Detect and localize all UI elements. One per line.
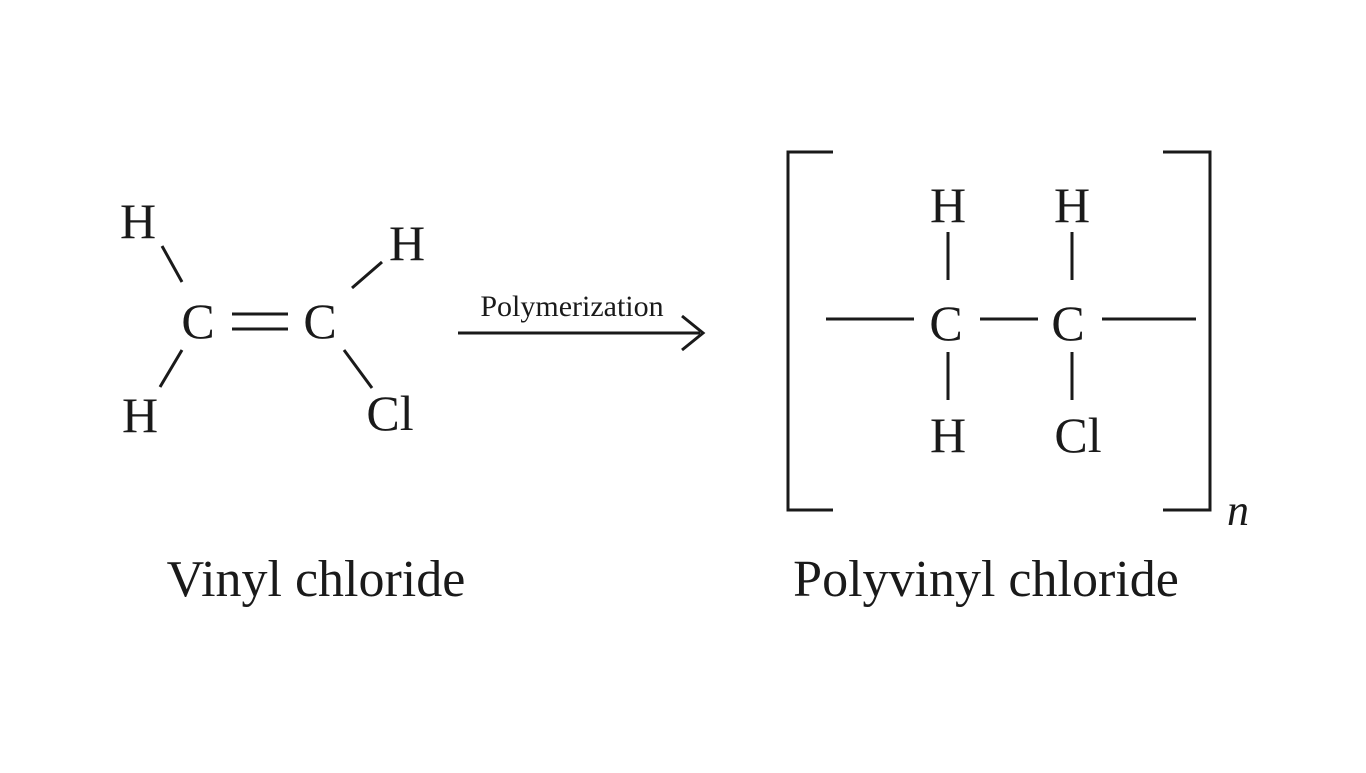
monomer-name: Vinyl chloride <box>167 551 466 608</box>
left-bracket <box>786 150 833 512</box>
bond-c-cl-right <box>342 349 374 389</box>
reaction-arrow: Polymerization <box>458 290 706 352</box>
arrow-label: Polymerization <box>480 290 663 323</box>
right-bracket <box>1163 150 1212 512</box>
repeat-subscript-n: n <box>1227 486 1249 535</box>
vinyl-chloride-structure: H H C C H Cl Vinyl chloride <box>120 193 465 608</box>
atom-h-top-2: H <box>1054 177 1090 233</box>
atom-h-top-left: H <box>120 193 156 249</box>
atom-cl-right: Cl <box>366 385 413 441</box>
atom-c-left: C <box>181 293 214 349</box>
atom-h-top-1: H <box>930 177 966 233</box>
bond-h-c-top-left <box>160 245 184 283</box>
bond-h-c-bottom-left <box>158 349 184 388</box>
polyvinyl-chloride-structure: H H C C H Cl n Polyvinyl chloride <box>786 150 1249 608</box>
atom-h-bottom-1: H <box>930 407 966 463</box>
arrow-head <box>681 314 706 352</box>
atom-c-right: C <box>303 293 336 349</box>
atom-h-bottom-left: H <box>122 387 158 443</box>
bond-c-h-top-right <box>351 260 383 290</box>
polymer-name: Polyvinyl chloride <box>793 551 1179 608</box>
atom-h-top-right: H <box>389 215 425 271</box>
atom-cl-bottom-2: Cl <box>1054 407 1101 463</box>
atom-c-2: C <box>1051 295 1084 351</box>
atom-c-1: C <box>929 295 962 351</box>
